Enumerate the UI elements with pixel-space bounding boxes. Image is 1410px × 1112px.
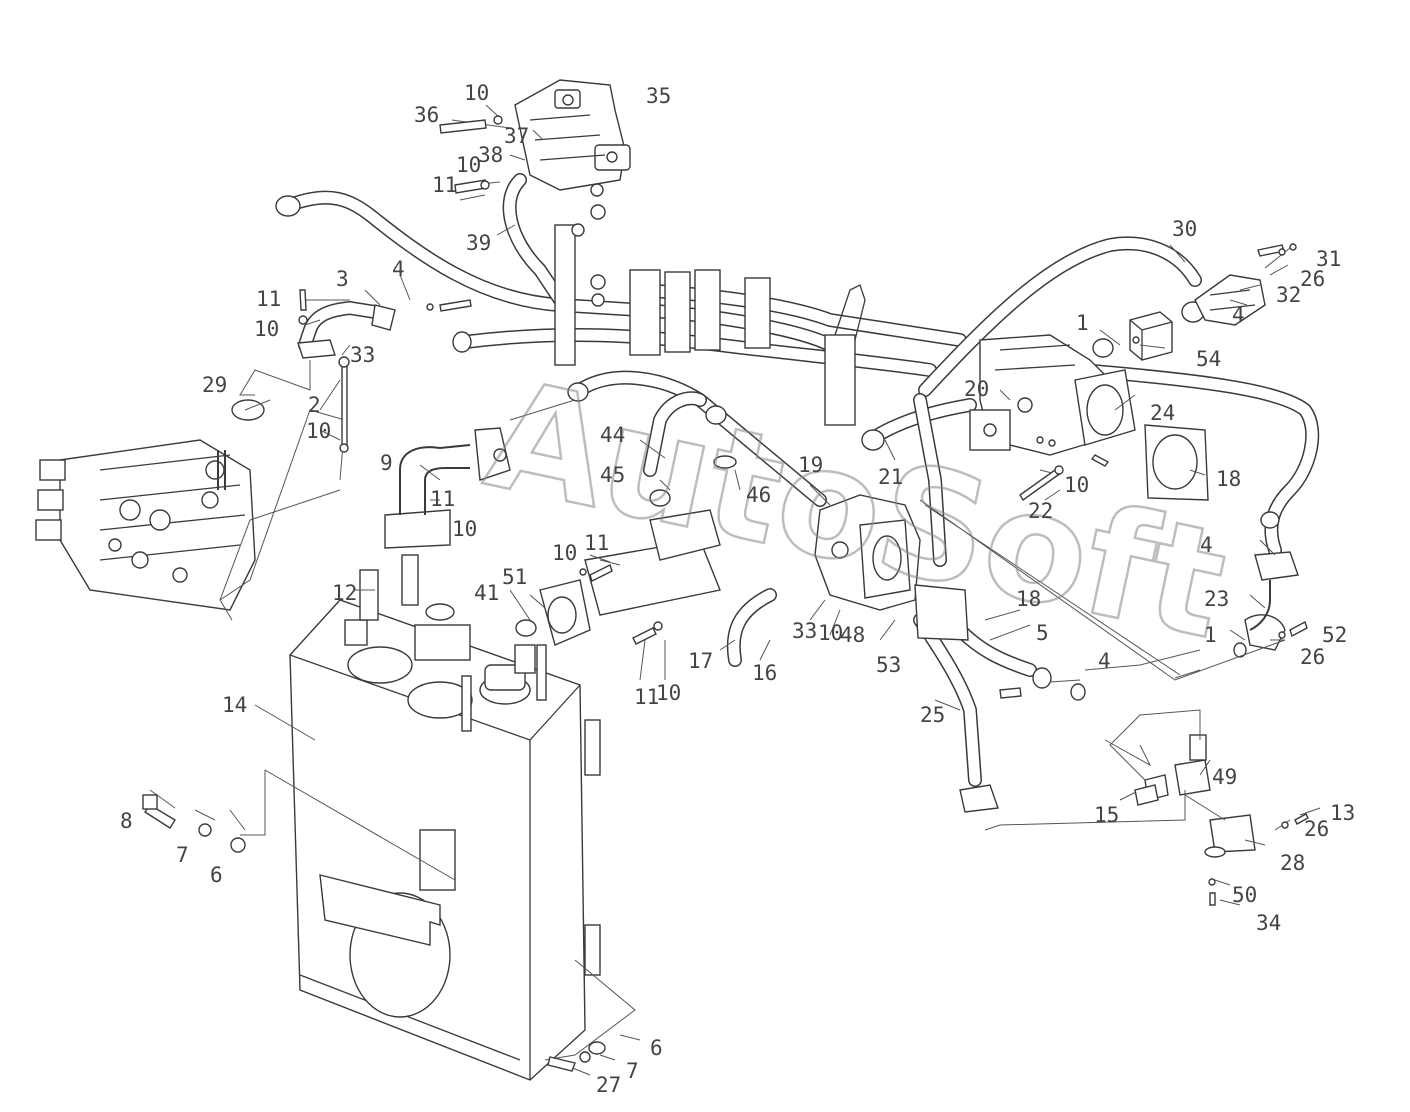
callout: 49 bbox=[1212, 765, 1237, 789]
callout: 18 bbox=[1216, 467, 1241, 491]
callout: 22 bbox=[1028, 499, 1053, 523]
callout: 2 bbox=[308, 393, 321, 417]
callout: 7 bbox=[176, 843, 189, 867]
callout: 6 bbox=[650, 1036, 663, 1060]
callout: 11 bbox=[634, 685, 659, 709]
callout: 7 bbox=[626, 1059, 639, 1083]
tube-manifold-clamp bbox=[554, 183, 866, 426]
callout: 35 bbox=[646, 84, 671, 108]
callout: 26 bbox=[1304, 817, 1329, 841]
callout: 29 bbox=[202, 373, 227, 397]
callout: 21 bbox=[878, 465, 903, 489]
callout: 11 bbox=[430, 487, 455, 511]
suction-block-51 bbox=[539, 509, 721, 646]
callout: 51 bbox=[502, 565, 527, 589]
callout: 50 bbox=[1232, 883, 1257, 907]
block-9 bbox=[384, 427, 511, 549]
callout: 11 bbox=[432, 173, 457, 197]
callout: 13 bbox=[1330, 801, 1355, 825]
callout: 23 bbox=[1204, 587, 1229, 611]
callout: 12 bbox=[332, 581, 357, 605]
callout: 39 bbox=[466, 231, 491, 255]
callout: 33 bbox=[350, 343, 375, 367]
callout: 10 bbox=[452, 517, 477, 541]
callout: 48 bbox=[840, 623, 865, 647]
callout: 18 bbox=[1016, 587, 1041, 611]
callout: 4 bbox=[392, 257, 405, 281]
callout: 10 bbox=[552, 541, 577, 565]
leader-lines bbox=[149, 104, 1321, 1076]
callout: 8 bbox=[120, 809, 133, 833]
callout: 10 bbox=[656, 681, 681, 705]
callout: 10 bbox=[818, 621, 843, 645]
pump-assembly-24 bbox=[969, 334, 1136, 456]
control-valve-35 bbox=[514, 79, 631, 191]
callout: 37 bbox=[504, 124, 529, 148]
callout: 38 bbox=[478, 143, 503, 167]
callout: 10 bbox=[1064, 473, 1089, 497]
callout: 44 bbox=[600, 423, 625, 447]
callout: 10 bbox=[456, 153, 481, 177]
callout: 9 bbox=[380, 451, 393, 475]
callout: 14 bbox=[222, 693, 247, 717]
callout: 10 bbox=[464, 81, 489, 105]
callout: 20 bbox=[964, 377, 989, 401]
callout: 28 bbox=[1280, 851, 1305, 875]
callout: 1 bbox=[1076, 311, 1089, 335]
callout-labels: 10 35 36 37 38 10 11 39 30 31 26 32 4 11… bbox=[120, 81, 1355, 1097]
callout: 26 bbox=[1300, 267, 1325, 291]
callout: 53 bbox=[876, 653, 901, 677]
callout: 16 bbox=[752, 661, 777, 685]
callout: 19 bbox=[798, 453, 823, 477]
callout: 52 bbox=[1322, 623, 1347, 647]
nut-25 bbox=[959, 784, 999, 813]
callout: 17 bbox=[688, 649, 713, 673]
callout: 10 bbox=[306, 419, 331, 443]
callout: 36 bbox=[414, 103, 439, 127]
tee-fitting-49 bbox=[1144, 734, 1256, 858]
callout: 46 bbox=[746, 483, 771, 507]
callout: 45 bbox=[600, 463, 625, 487]
callout: 31 bbox=[1316, 247, 1341, 271]
gasket-18-right bbox=[1144, 424, 1209, 501]
callout: 26 bbox=[1300, 645, 1325, 669]
callout: 10 bbox=[254, 317, 279, 341]
callout: 41 bbox=[474, 581, 499, 605]
callout: 25 bbox=[920, 703, 945, 727]
elbow-23 bbox=[1244, 551, 1299, 651]
callout: 27 bbox=[596, 1073, 621, 1097]
callout: 15 bbox=[1094, 803, 1119, 827]
callout: 5 bbox=[1036, 621, 1049, 645]
hydraulic-tank-14 bbox=[289, 554, 601, 1081]
pump-19 bbox=[814, 494, 969, 641]
callout: 1 bbox=[1204, 623, 1217, 647]
callout: 54 bbox=[1196, 347, 1221, 371]
fasteners bbox=[142, 115, 1309, 1072]
block-54 bbox=[1129, 311, 1173, 361]
callout: 34 bbox=[1256, 911, 1281, 935]
callout: 32 bbox=[1276, 283, 1301, 307]
callout: 4 bbox=[1098, 649, 1111, 673]
callout: 11 bbox=[256, 287, 281, 311]
callout: 30 bbox=[1172, 217, 1197, 241]
callout: 3 bbox=[336, 267, 349, 291]
callout: 4 bbox=[1232, 303, 1245, 327]
elbow-3 bbox=[297, 301, 396, 359]
control-valve-bank-left bbox=[35, 439, 256, 611]
callout: 4 bbox=[1200, 533, 1213, 557]
callout: 11 bbox=[584, 531, 609, 555]
callout: 24 bbox=[1150, 401, 1175, 425]
callout: 33 bbox=[792, 619, 817, 643]
callout: 6 bbox=[210, 863, 223, 887]
